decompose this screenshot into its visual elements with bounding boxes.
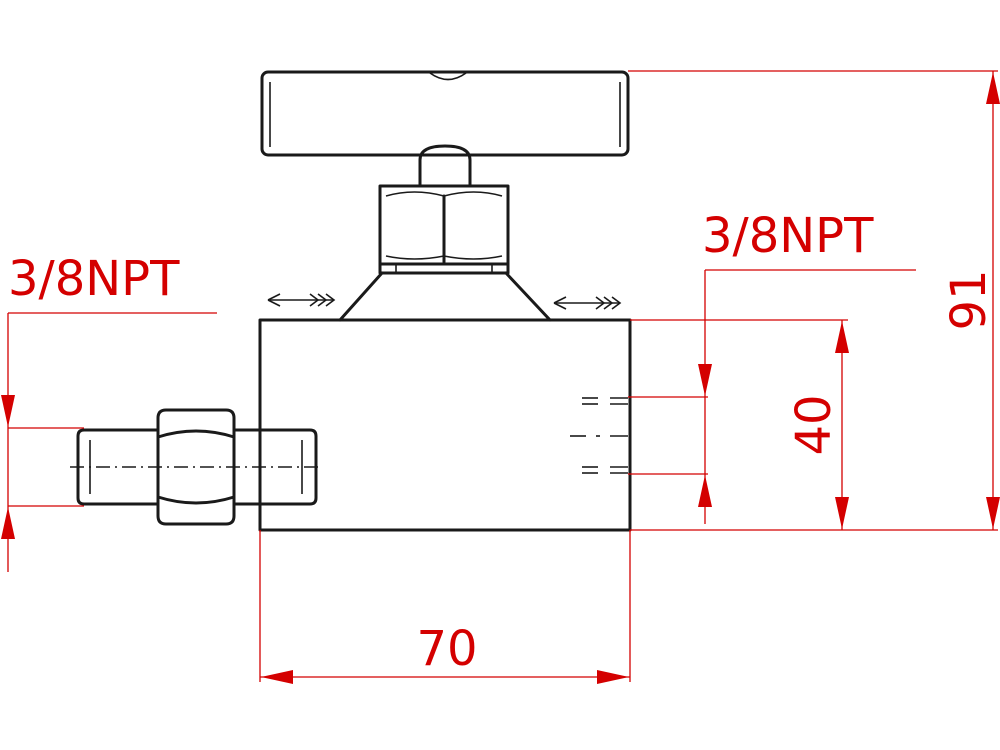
valve-stem — [418, 144, 472, 187]
dimension-height-total-label: 91 — [941, 269, 997, 330]
dimension-body-height-label: 40 — [786, 394, 842, 455]
valve-drawing — [70, 70, 632, 532]
left-hex-nut — [156, 408, 236, 526]
right-port-marks — [570, 397, 628, 474]
dimension-body-width: 70 — [259, 530, 631, 684]
packing-nut — [378, 184, 510, 266]
t-handle — [260, 70, 630, 157]
dimension-body-width-label: 70 — [416, 621, 477, 677]
dimension-body-height: 40 — [630, 319, 849, 530]
flow-arrow-left-icon — [267, 293, 336, 307]
valve-body — [258, 318, 632, 532]
right-thread-label: 3/8NPT — [702, 208, 874, 264]
flow-arrow-right-icon — [553, 296, 622, 310]
bonnet-washer — [378, 262, 510, 275]
left-thread-label: 3/8NPT — [8, 251, 180, 307]
dimensions: 91 40 3/8NPT 3/8NPT — [1, 70, 1000, 684]
dimension-left-thread: 3/8NPT — [1, 251, 217, 572]
dimension-height-total: 91 — [628, 70, 1000, 531]
dimension-right-thread: 3/8NPT — [628, 208, 916, 524]
bonnet-cone — [338, 271, 552, 322]
